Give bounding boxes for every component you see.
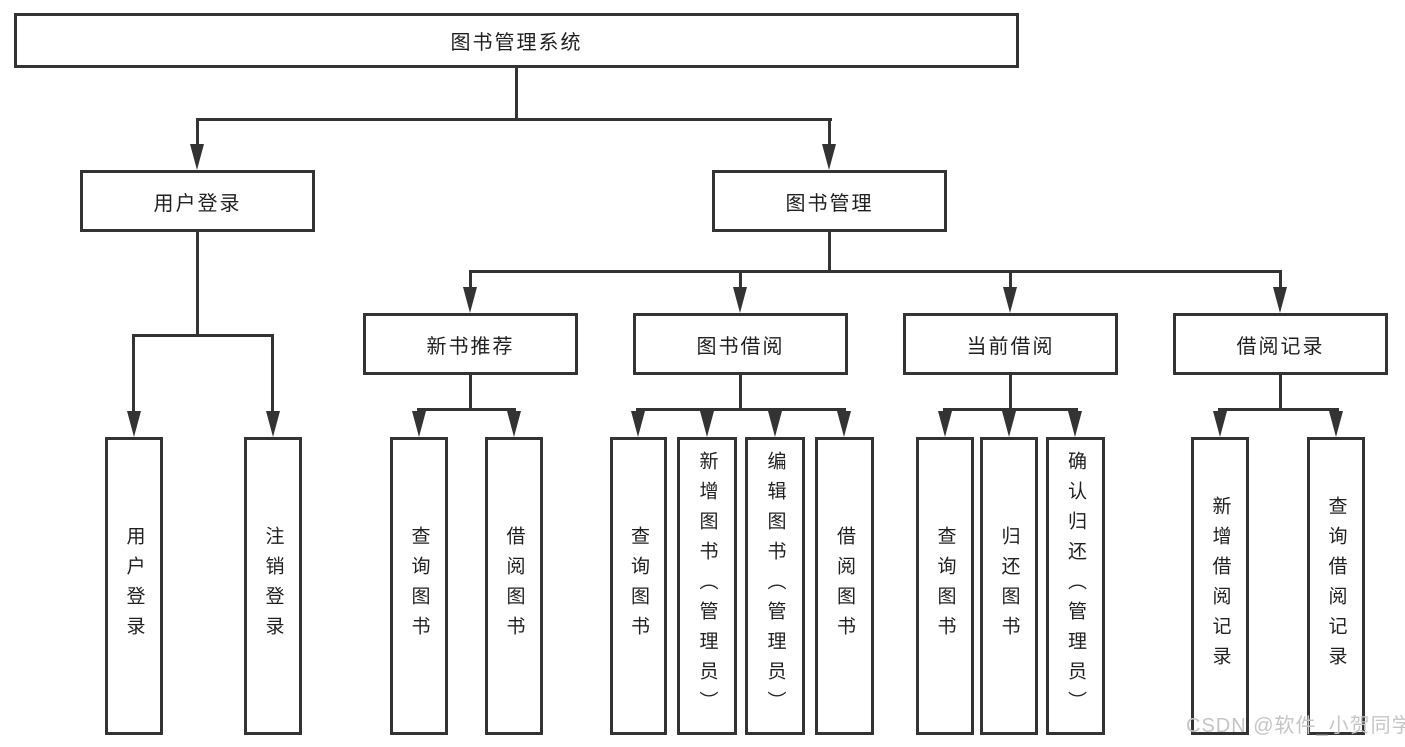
leaf-query-book-2-label: 查询图书 xyxy=(628,526,649,646)
connector-line xyxy=(828,232,831,272)
node-current-borrow-label: 当前借阅 xyxy=(966,335,1055,358)
csdn-watermark: CSDN @软件_小贺同学 xyxy=(1186,715,1405,737)
connector-line xyxy=(1218,408,1339,411)
arrow-down-icon xyxy=(768,411,782,437)
arrow-down-icon xyxy=(1068,411,1082,437)
connector-line xyxy=(469,375,472,410)
node-book-management: 图书管理 xyxy=(712,170,947,232)
leaf-edit-book-admin: 编辑图书（管理员） xyxy=(745,437,805,735)
leaf-borrow-book-2-label: 借阅图书 xyxy=(834,526,855,646)
arrow-down-icon xyxy=(190,144,204,170)
connector-line xyxy=(196,232,199,337)
connector-line xyxy=(515,68,518,118)
connector-line xyxy=(469,270,1282,273)
leaf-query-book-1-label: 查询图书 xyxy=(408,526,430,646)
leaf-user-login: 用户登录 xyxy=(105,437,163,735)
leaf-return-book-label: 归还图书 xyxy=(998,526,1020,646)
connector-line xyxy=(739,270,742,289)
arrow-down-icon xyxy=(507,411,521,437)
node-new-book-recommend-label: 新书推荐 xyxy=(426,335,515,358)
arrow-down-icon xyxy=(1213,411,1227,437)
node-user-login-label: 用户登录 xyxy=(153,192,242,215)
arrow-down-icon xyxy=(837,411,851,437)
connector-line xyxy=(828,118,831,148)
arrow-down-icon xyxy=(631,411,645,437)
connector-line xyxy=(132,334,135,413)
connector-line xyxy=(943,408,1078,411)
connector-line xyxy=(636,408,846,411)
connector-line xyxy=(417,408,516,411)
arrow-down-icon xyxy=(822,144,836,170)
node-book-borrow: 图书借阅 xyxy=(633,313,848,375)
connector-line xyxy=(271,334,274,413)
arrow-down-icon xyxy=(463,287,477,313)
leaf-confirm-return-admin: 确认归还（管理员） xyxy=(1046,437,1105,735)
connector-line xyxy=(469,270,472,289)
connector-line xyxy=(1009,270,1012,289)
arrow-down-icon xyxy=(1002,411,1016,437)
leaf-edit-book-admin-label: 编辑图书（管理员） xyxy=(764,451,786,721)
node-new-book-recommend: 新书推荐 xyxy=(363,313,578,375)
arrow-down-icon xyxy=(1003,287,1017,313)
node-current-borrow: 当前借阅 xyxy=(903,313,1118,375)
leaf-query-borrow-record-label: 查询借阅记录 xyxy=(1325,496,1347,676)
arrow-down-icon xyxy=(127,411,141,437)
leaf-query-book-2: 查询图书 xyxy=(610,437,667,735)
arrow-down-icon xyxy=(266,411,280,437)
arrow-down-icon xyxy=(938,411,952,437)
connector-line xyxy=(739,375,742,410)
node-book-borrow-label: 图书借阅 xyxy=(696,335,785,358)
leaf-query-book-3-label: 查询图书 xyxy=(934,526,956,646)
leaf-query-book-1: 查询图书 xyxy=(390,437,448,735)
node-root-label: 图书管理系统 xyxy=(450,32,583,54)
node-root: 图书管理系统 xyxy=(14,13,1019,68)
leaf-confirm-return-admin-label: 确认归还（管理员） xyxy=(1065,451,1086,721)
node-user-login: 用户登录 xyxy=(80,170,315,232)
node-borrow-records: 借阅记录 xyxy=(1173,313,1388,375)
leaf-query-book-3: 查询图书 xyxy=(916,437,974,735)
arrow-down-icon xyxy=(1273,287,1287,313)
connector-line xyxy=(196,118,199,148)
connector-line xyxy=(1009,375,1012,410)
leaf-return-book: 归还图书 xyxy=(980,437,1038,735)
leaf-borrow-book-2: 借阅图书 xyxy=(815,437,874,735)
arrow-down-icon xyxy=(412,411,426,437)
leaf-borrow-book-1-label: 借阅图书 xyxy=(503,526,525,646)
leaf-add-book-admin-label: 新增图书（管理员） xyxy=(696,451,718,721)
leaf-add-book-admin: 新增图书（管理员） xyxy=(677,437,737,735)
leaf-add-borrow-record: 新增借阅记录 xyxy=(1191,437,1249,735)
connector-line xyxy=(1279,375,1282,410)
arrow-down-icon xyxy=(1329,411,1343,437)
leaf-user-login-label: 用户登录 xyxy=(123,526,145,646)
leaf-borrow-book-1: 借阅图书 xyxy=(485,437,543,735)
node-book-management-label: 图书管理 xyxy=(785,192,874,215)
connector-line xyxy=(132,334,274,337)
leaf-query-borrow-record: 查询借阅记录 xyxy=(1307,437,1365,735)
leaf-logout: 注销登录 xyxy=(244,437,302,735)
connector-line xyxy=(1279,270,1282,289)
node-borrow-records-label: 借阅记录 xyxy=(1236,335,1325,358)
arrow-down-icon xyxy=(733,287,747,313)
leaf-add-borrow-record-label: 新增借阅记录 xyxy=(1209,496,1231,676)
leaf-logout-label: 注销登录 xyxy=(262,526,284,646)
arrow-down-icon xyxy=(700,411,714,437)
connector-line xyxy=(196,118,832,121)
